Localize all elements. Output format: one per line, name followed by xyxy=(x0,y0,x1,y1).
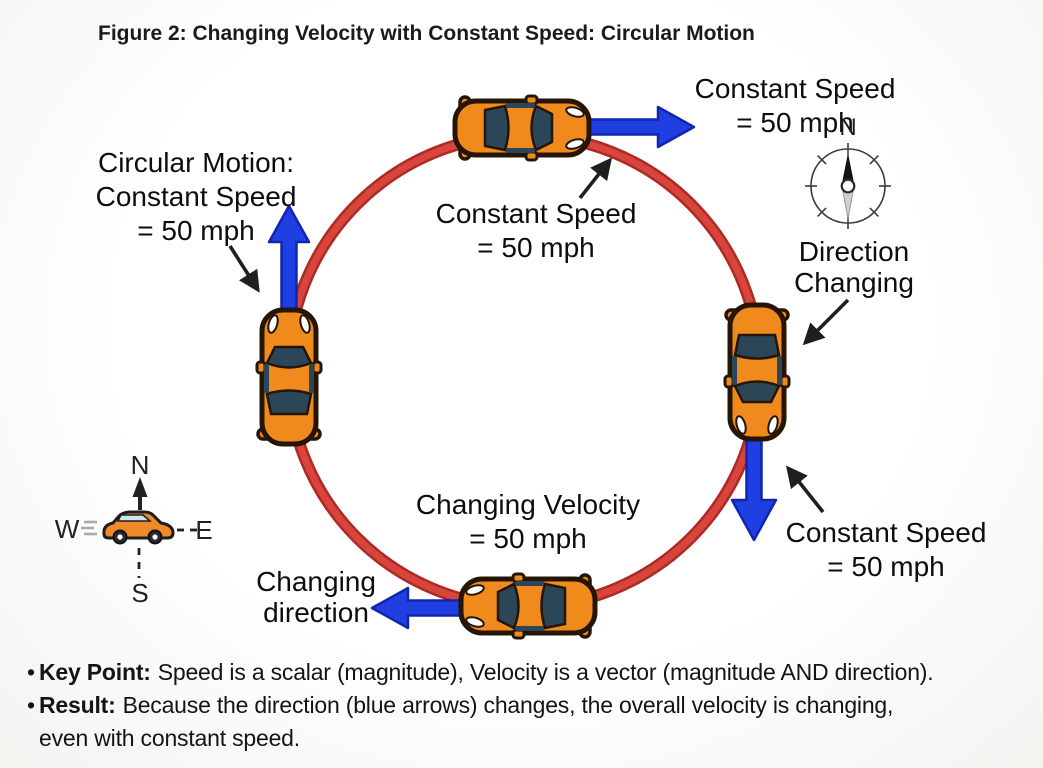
mini-compass-s-label: S xyxy=(131,578,149,608)
caption-line: Changing xyxy=(794,267,914,298)
pointer-arrow-left-icon xyxy=(228,245,260,293)
velocity-arrow-south-icon xyxy=(730,438,778,542)
key-point-label: Key Point: xyxy=(39,659,151,685)
caption-line: Constant Speed xyxy=(435,198,637,229)
caption-line: Constant Speed xyxy=(95,181,297,212)
velocity-arrow-north-icon xyxy=(267,204,311,315)
caption-line: Constant Speed xyxy=(694,73,896,104)
caption-changing-direction: Changing direction xyxy=(256,566,376,628)
mini-compass-icon xyxy=(81,477,197,578)
car-left-position-icon xyxy=(257,310,321,444)
caption-line: Constant Speed xyxy=(785,517,987,548)
mini-compass-w-label: W xyxy=(54,514,80,544)
pointer-arrow-direction-icon xyxy=(802,298,850,346)
caption-line: = 50 mph xyxy=(469,523,587,554)
caption-line: Changing Velocity xyxy=(415,489,641,520)
bullet-icon: • xyxy=(27,692,35,718)
mini-compass-e-label: E xyxy=(195,515,213,545)
pointer-arrow-top-icon xyxy=(578,157,613,200)
car-top-position-icon xyxy=(455,96,589,160)
caption-line: direction xyxy=(263,597,369,628)
caption-line: Direction xyxy=(798,236,910,267)
caption-top-right: Constant Speed = 50 mph xyxy=(695,72,896,140)
annotation-arrows xyxy=(228,157,850,514)
caption-line: Circular Motion: xyxy=(97,147,295,178)
caption-line: Changing xyxy=(256,566,376,597)
compass-north-label: N xyxy=(839,114,857,141)
caption-bottom-center: Changing Velocity = 50 mph xyxy=(416,488,640,556)
caption-line: = 50 mph xyxy=(137,215,255,246)
speed-lines-icon xyxy=(81,520,97,536)
caption-direction-changing: Direction Changing xyxy=(794,236,914,298)
north-arrowhead-icon xyxy=(132,477,148,497)
caption-left: Circular Motion: Constant Speed = 50 mph xyxy=(96,146,297,248)
car-bottom-position-icon xyxy=(461,574,595,638)
compass-icon xyxy=(805,143,891,229)
mini-compass-n-label: N xyxy=(130,450,150,480)
caption-top-center: Constant Speed = 50 mph xyxy=(436,197,637,265)
notes-section: • Key Point: Speed is a scalar (magnitud… xyxy=(27,656,934,755)
car-right-position-icon xyxy=(725,305,789,439)
result-text-line2: even with constant speed. xyxy=(39,725,300,751)
caption-line: = 50 mph xyxy=(477,232,595,263)
pointer-arrow-speed-icon xyxy=(785,465,825,514)
key-point-text: Speed is a scalar (magnitude), Velocity … xyxy=(157,659,934,685)
caption-line: = 50 mph xyxy=(827,551,945,582)
caption-bottom-right: Constant Speed = 50 mph xyxy=(786,516,987,584)
velocity-arrow-west-icon xyxy=(370,586,466,630)
result-label: Result: xyxy=(39,692,116,718)
caption-line: = 50 mph xyxy=(736,107,854,138)
result-text-line1: Because the direction (blue arrows) chan… xyxy=(122,692,894,718)
bullet-key-point: • Key Point: Speed is a scalar (magnitud… xyxy=(27,656,934,689)
bullet-result: • Result: Because the direction (blue ar… xyxy=(27,689,933,722)
figure-title: Figure 2: Changing Velocity with Constan… xyxy=(98,22,755,45)
velocity-arrow-east-icon xyxy=(584,105,696,149)
bullet-icon: • xyxy=(27,659,35,685)
car-side-view-icon xyxy=(102,510,175,545)
